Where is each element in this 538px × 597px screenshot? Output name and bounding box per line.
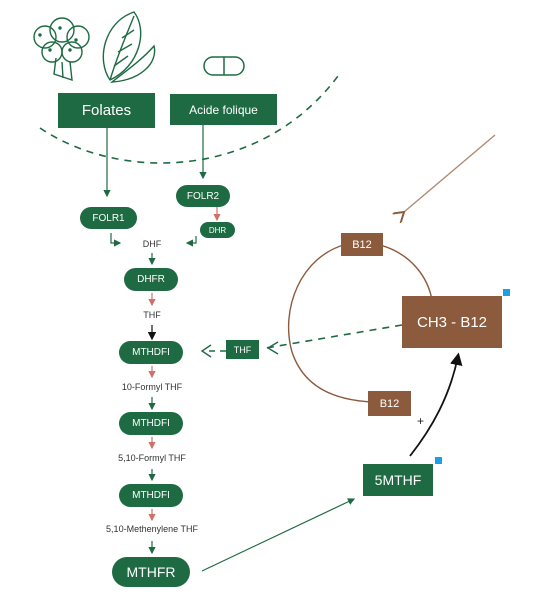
mthdfi-pill-2: MTHDFI xyxy=(119,412,183,435)
leafy-green-icon xyxy=(102,11,156,83)
5mthf-box: 5MTHF xyxy=(363,464,433,496)
dhf-label: DHF xyxy=(142,239,162,249)
mthfr-to-5mthf-arrow xyxy=(201,498,356,572)
mthdfi-pill-3: MTHDFI xyxy=(119,484,183,507)
thf-box-arrowhead xyxy=(266,341,279,355)
5mthf-blue-marker xyxy=(435,457,442,464)
ch3b12-to-thf-dashed xyxy=(265,324,403,349)
methenylene-thf-label: 5,10-Methenylene THF xyxy=(106,524,198,534)
5mthf-to-ch3b12-arrow xyxy=(409,352,463,457)
broccoli-icon xyxy=(33,17,90,82)
folr1-to-dhf-arrow xyxy=(110,233,122,247)
mthdfi-arrowhead xyxy=(200,344,212,358)
folates-box: Folates xyxy=(58,93,155,128)
capsule-icon xyxy=(203,56,245,76)
b12-cycle-arc-right xyxy=(379,244,433,301)
ch3-b12-blue-marker xyxy=(503,289,510,296)
folr1-pill: FOLR1 xyxy=(80,207,137,229)
thf-box: THF xyxy=(226,340,259,359)
folr2-pill: FOLR2 xyxy=(176,185,230,207)
b12-bottom-box: B12 xyxy=(368,391,411,416)
ch3-b12-box: CH3 - B12 xyxy=(402,296,502,348)
thf-label: THF xyxy=(143,310,161,320)
b12-cycle-arc-left xyxy=(288,243,373,403)
b12-top-box: B12 xyxy=(341,233,383,256)
dhr-to-dhf-arrow xyxy=(185,236,197,247)
formyl-510-thf-label: 5,10-Formyl THF xyxy=(118,453,186,463)
acide-folique-box: Acide folique xyxy=(170,94,277,125)
incoming-brown-arrow xyxy=(404,134,496,212)
mthdfi-pill-1: MTHDFI xyxy=(119,341,183,364)
plus-sign: + xyxy=(417,414,425,428)
dhfr-pill: DHFR xyxy=(124,268,178,291)
cell-membrane-arc xyxy=(39,75,339,164)
mthfr-pill: MTHFR xyxy=(112,557,190,587)
dhr-pill: DHR xyxy=(200,222,235,238)
formyl-thf-label: 10-Formyl THF xyxy=(121,382,183,392)
